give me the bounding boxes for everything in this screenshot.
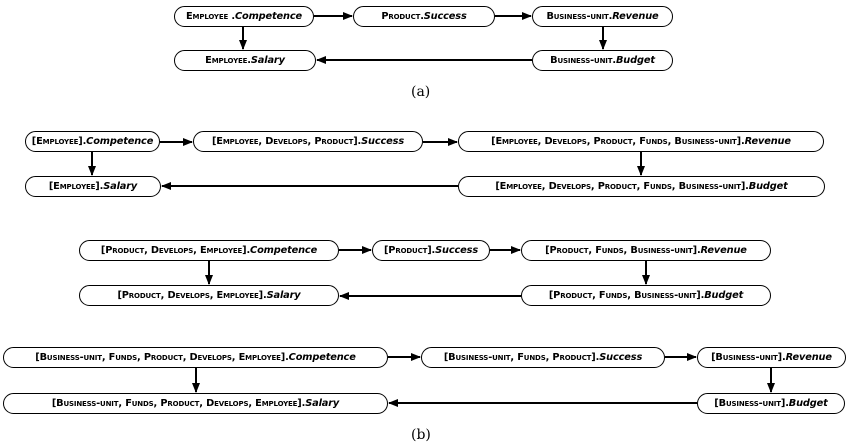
node-a-business-unit-revenue: Business-unit.Revenue [532, 6, 673, 27]
node-a-business-unit-budget: Business-unit.Budget [532, 50, 673, 71]
node-b3-full-path-competence: [Business-unit, Funds, Product, Develops… [3, 347, 388, 368]
node-b2-product-success: [Product].Success [372, 240, 490, 261]
node-b1-full-path-budget: [Employee, Develops, Product, Funds, Bus… [458, 176, 825, 197]
node-b1-employee-competence: [Employee].Competence [25, 131, 160, 152]
node-b3-business-unit-funds-product-success: [Business-unit, Funds, Product].Success [421, 347, 665, 368]
caption-a: (a) [411, 84, 431, 100]
node-a-product-success: Product.Success [353, 6, 495, 27]
node-b1-full-path-revenue: [Employee, Develops, Product, Funds, Bus… [458, 131, 824, 152]
node-a-employee-salary: Employee. Salary [174, 50, 316, 71]
node-b1-employee-develops-product-success: [Employee, Develops, Product].Success [193, 131, 423, 152]
node-b2-product-funds-business-unit-budget: [Product, Funds, Business-unit].Budget [521, 285, 771, 306]
caption-b: (b) [411, 427, 431, 443]
node-b3-business-unit-budget: [Business-unit].Budget [697, 393, 845, 414]
node-b2-product-develops-employee-competence: [Product, Develops, Employee].Competence [79, 240, 339, 261]
node-a-employee-competence: Employee .Competence [174, 6, 314, 27]
node-b2-product-develops-employee-salary: [Product, Develops, Employee].Salary [79, 285, 339, 306]
node-b2-product-funds-business-unit-revenue: [Product, Funds, Business-unit].Revenue [521, 240, 771, 261]
node-b1-employee-salary: [Employee].Salary [25, 176, 161, 197]
node-b3-full-path-salary: [Business-unit, Funds, Product, Develops… [3, 393, 388, 414]
node-b3-business-unit-revenue: [Business-unit].Revenue [697, 347, 846, 368]
